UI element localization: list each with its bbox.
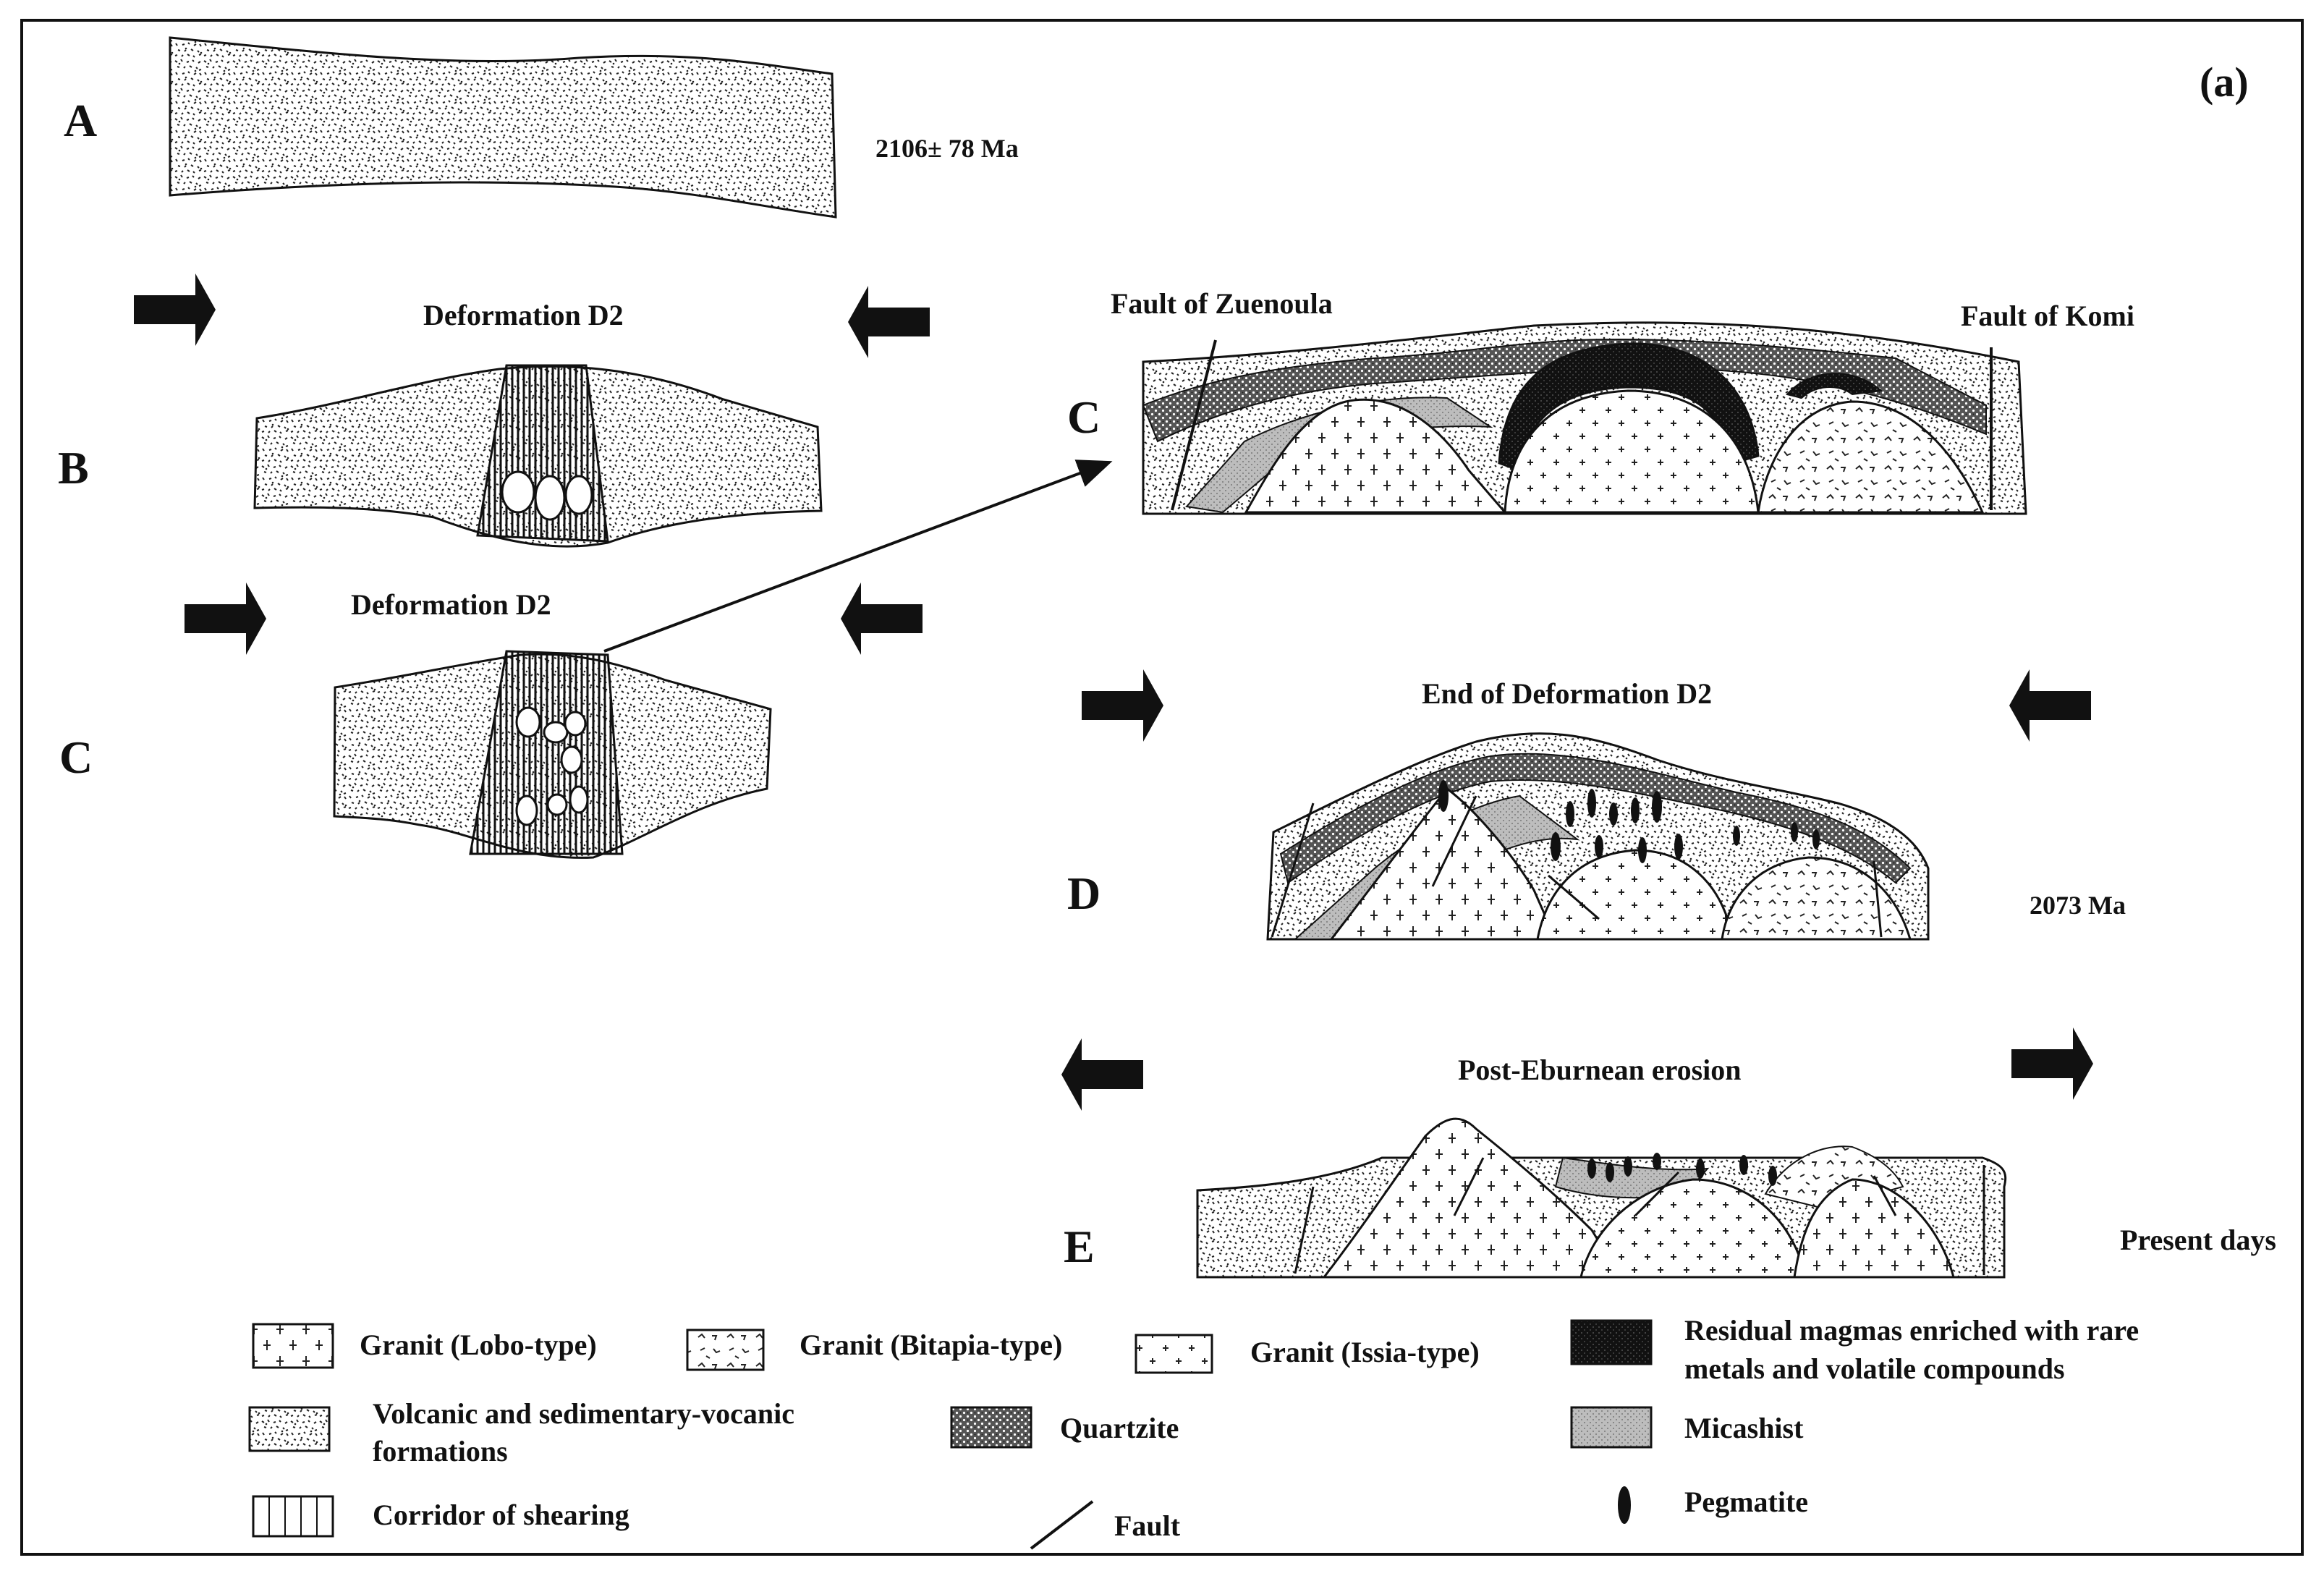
stage-d-quartzite-band: [1279, 753, 1912, 884]
legend-volcanic-label-2: formations: [373, 1435, 508, 1467]
stage-e-letter: E: [1064, 1221, 1095, 1272]
stage-b-clasts: [501, 470, 593, 521]
legend-micashist-label: Micashist: [1684, 1412, 1804, 1444]
legend-volcanic-label-1: Volcanic and sedimentary-vocanic: [373, 1397, 794, 1430]
panel-label: (a): [2200, 59, 2249, 106]
arrow-left-d-right: [2009, 669, 2091, 742]
stage-b-section: [253, 364, 823, 548]
stage-e-section: [1196, 1117, 2007, 1279]
stage-c-left-title: Deformation D2: [351, 588, 551, 621]
legend-corridor-lines: [268, 1496, 318, 1536]
fault-zuenoula-label: Fault of Zuenoula: [1111, 287, 1333, 320]
stage-d-bitapia-granite: [1721, 856, 1912, 941]
stage-c-right-lobo-granite: [1244, 398, 1508, 514]
stage-e-lobo-granite-right: [1793, 1178, 1955, 1279]
legend-quartzite-label: Quartzite: [1060, 1412, 1179, 1444]
legend-lobo-label: Granit (Lobo-type): [360, 1329, 597, 1361]
legend-pegmatite-symbol: [1618, 1486, 1631, 1524]
stage-c-left-section: [333, 650, 772, 859]
stage-c-left-clasts: [515, 706, 589, 826]
legend-pegmatite-label: Pegmatite: [1684, 1486, 1809, 1518]
stage-c-link-arrow: [603, 459, 1113, 653]
stage-b-letter: B: [58, 442, 89, 493]
arrows: [134, 274, 2093, 1111]
legend-micashist-swatch: [1570, 1406, 1653, 1449]
stage-c-right-residual-magma: [1498, 342, 1760, 473]
arrow-left-b-right: [848, 286, 930, 358]
stage-c-right-fault-left: [1171, 339, 1217, 511]
legend-volcanic-swatch: [248, 1406, 331, 1452]
legend-fault-symbol: [1030, 1500, 1094, 1550]
arrow-right-c-left: [185, 582, 266, 655]
stage-d-section: [1266, 732, 1930, 941]
legend-quartzite-swatch: [950, 1406, 1032, 1449]
stage-d-title: End of Deformation D2: [1422, 677, 1713, 710]
arrow-right-e-right: [2011, 1028, 2093, 1100]
legend-corridor-swatch: [252, 1495, 334, 1538]
legend-residual-label-1: Residual magmas enriched with rare: [1684, 1314, 2139, 1347]
legend-bitapia-label: Granit (Bitapia-type): [800, 1329, 1063, 1361]
legend-issia-label: Granit (Issia-type): [1250, 1336, 1480, 1368]
stage-d-faults: [1271, 795, 1883, 938]
arrow-left-e-left: [1061, 1038, 1143, 1111]
stage-a-volcanic-layer: [169, 36, 837, 219]
stage-d-letter: D: [1067, 868, 1101, 919]
legend-residual-label-2: metals and volatile compounds: [1684, 1352, 2065, 1385]
legend-swatches: [248, 1319, 1653, 1550]
stage-e-lobo-granite: [1321, 1117, 1623, 1279]
stage-c-right-bitapia-granite: [1757, 400, 1985, 514]
stage-a-section: [169, 36, 837, 219]
stage-c-right-residual-magma-small: [1786, 373, 1883, 399]
stage-c-right-section: [1142, 321, 2027, 515]
figure-frame: [20, 19, 2304, 1556]
fault-komi-label: Fault of Komi: [1961, 300, 2134, 332]
legend-fault-label: Fault: [1114, 1509, 1181, 1542]
stage-b-title: Deformation D2: [423, 299, 624, 331]
stage-c-right-letter: C: [1067, 391, 1101, 443]
stage-c-left-letter: C: [59, 732, 93, 783]
arrow-right-b-left: [134, 274, 216, 346]
stage-e-pegmatites: [1587, 1153, 1777, 1186]
stage-a-age: 2106± 78 Ma: [875, 134, 1019, 163]
stage-d-age: 2073 Ma: [2030, 891, 2126, 920]
legend-bitapia-swatch: [686, 1329, 765, 1371]
stage-d-pegmatites: [1438, 780, 1820, 863]
legend-issia-swatch: [1135, 1334, 1213, 1374]
legend-residual-swatch: [1570, 1319, 1653, 1365]
stage-e-title: Post-Eburnean erosion: [1458, 1054, 1742, 1086]
stage-c-right-quartzite-band: [1142, 339, 1987, 443]
stage-a-letter: A: [64, 95, 98, 146]
legend-corridor-label: Corridor of shearing: [373, 1499, 629, 1531]
stage-d-issia-granite: [1536, 849, 1734, 941]
stage-e-faults: [1294, 1157, 1985, 1275]
stage-c-right-issia-granite: [1504, 389, 1760, 514]
arrow-left-c-right: [841, 582, 923, 655]
stage-e-issia-granite: [1579, 1178, 1807, 1279]
legend-lobo-swatch: [252, 1323, 334, 1369]
stage-e-age: Present days: [2120, 1224, 2276, 1256]
arrow-right-d-left: [1082, 669, 1163, 742]
